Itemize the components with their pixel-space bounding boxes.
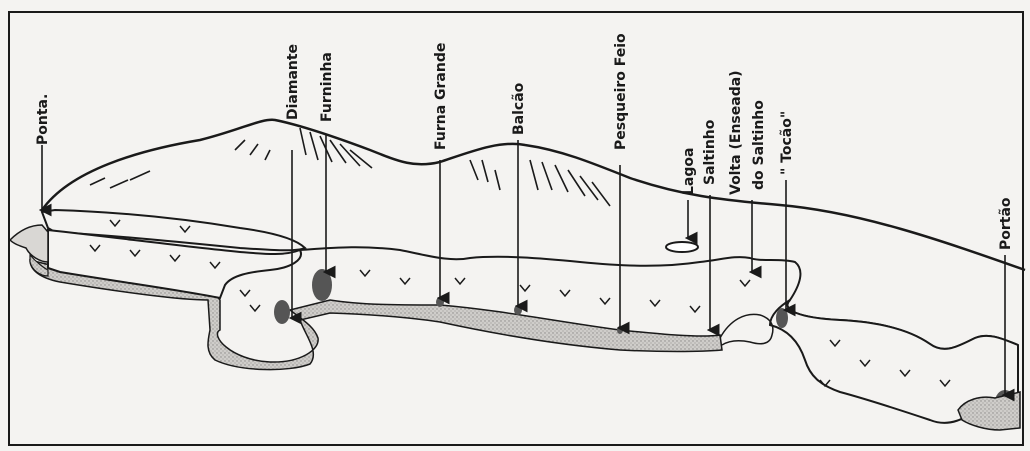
label-do-saltinho: do Saltinho xyxy=(751,100,767,190)
label-tocao: " Tocão" xyxy=(779,111,795,175)
label-furninha: Furninha xyxy=(319,52,335,122)
lagoa-pond xyxy=(666,242,698,252)
label-saltinho: Saltinho xyxy=(702,119,718,185)
label-volta-enseada: Volta (Enseada) xyxy=(728,70,744,195)
label-pesqueiro-feio: Pesqueiro Feio xyxy=(613,33,629,150)
label-diamante: Diamante xyxy=(285,44,301,120)
label-furna-grande: Furna Grande xyxy=(433,43,449,150)
label-balcao: Balcão xyxy=(511,82,527,135)
label-lagoa: Lagoa xyxy=(681,148,697,195)
label-ponta: Ponta. xyxy=(35,94,51,145)
label-portao: Portão xyxy=(998,197,1014,250)
